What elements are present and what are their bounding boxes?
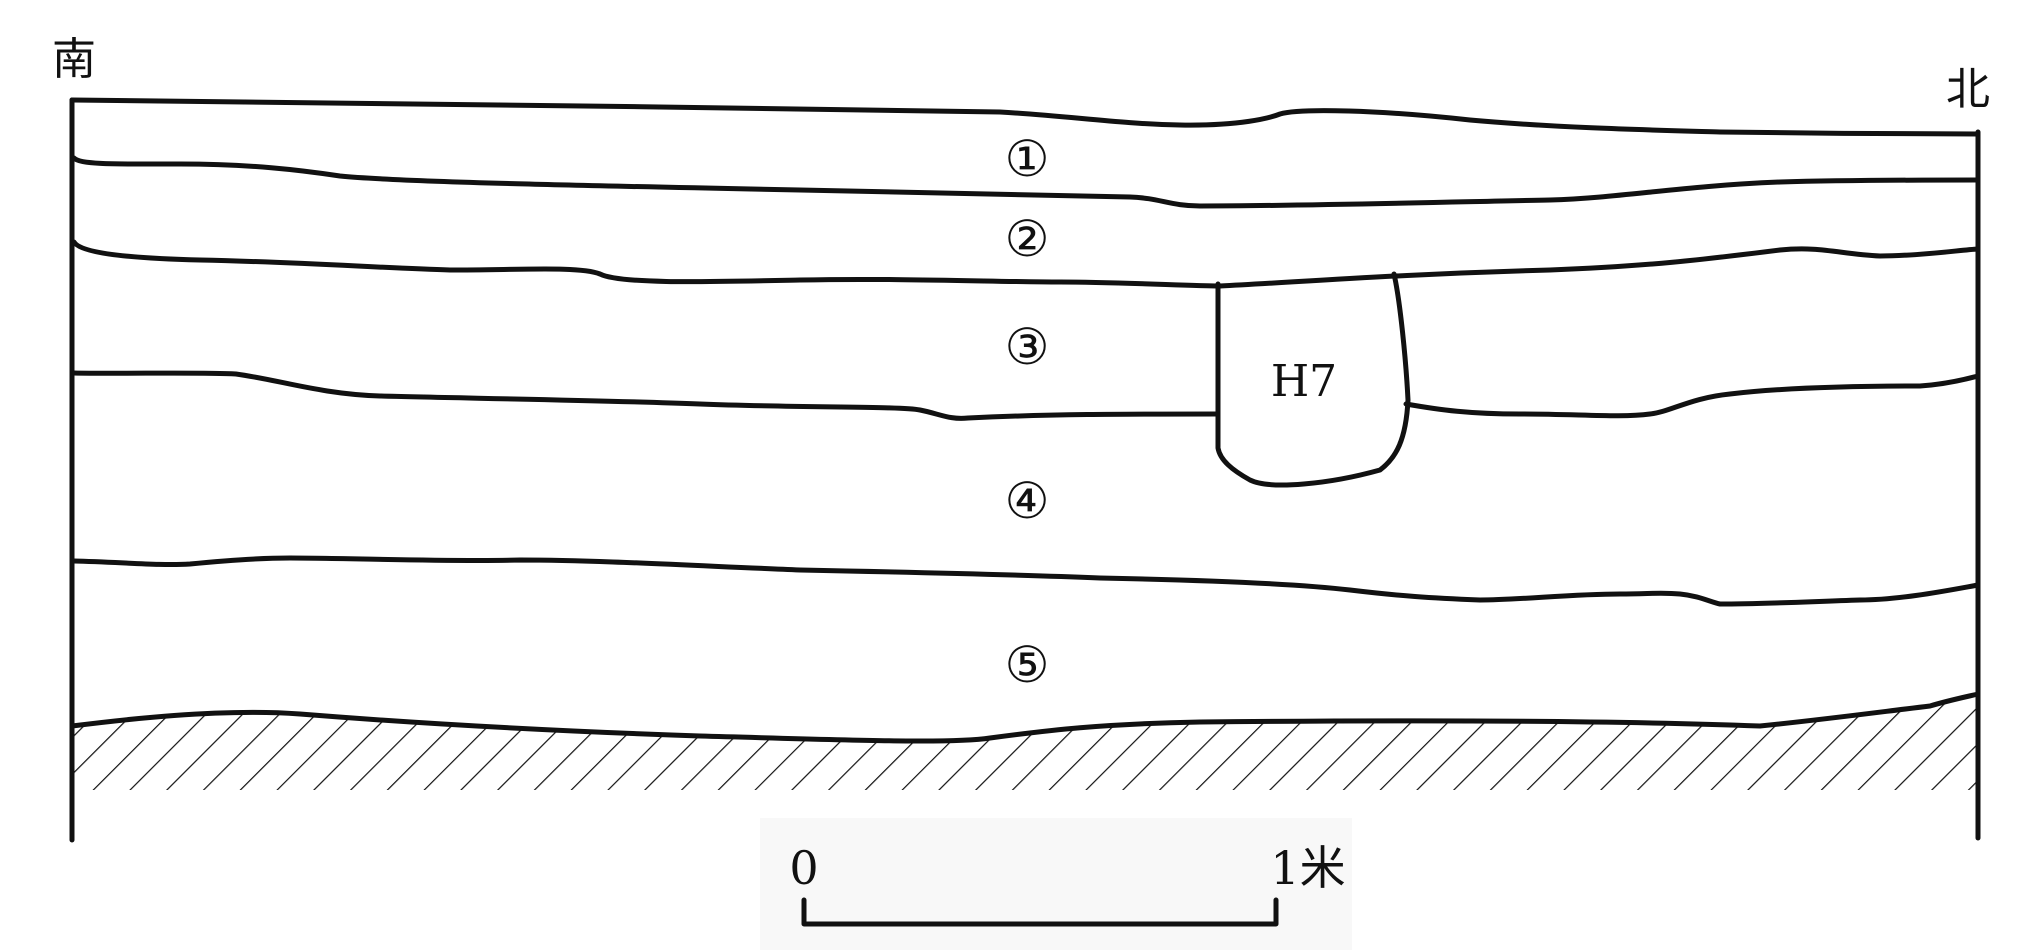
- north-label: 北: [1946, 64, 1990, 115]
- layer-4-label: ④: [1005, 472, 1050, 530]
- boundary-3-4-north: [1403, 373, 1981, 419]
- scale-bar: [801, 897, 1279, 927]
- boundary-4-5: [71, 555, 1981, 607]
- scale-panel: [760, 818, 1352, 950]
- boundary-2-3: [71, 239, 1981, 289]
- scale-start-label: 0: [789, 841, 818, 895]
- pit-h7-outline: [1215, 271, 1411, 488]
- scale-end-label: 1米: [1270, 841, 1345, 895]
- south-label: 南: [52, 34, 96, 85]
- layer-5-label: ⑤: [1005, 636, 1050, 694]
- ground-surface-line: [69, 97, 1981, 137]
- layer-1-label: ①: [1005, 130, 1050, 188]
- layer-3-label: ③: [1005, 318, 1050, 376]
- boundary-5-bedrock: [69, 691, 1981, 744]
- boundary-1-2: [71, 155, 1981, 209]
- boundary-3-4: [71, 370, 1221, 421]
- pit-h7-label: H7: [1271, 356, 1337, 407]
- layer-2-label: ②: [1005, 210, 1050, 268]
- bedrock-hatch: [72, 694, 1978, 790]
